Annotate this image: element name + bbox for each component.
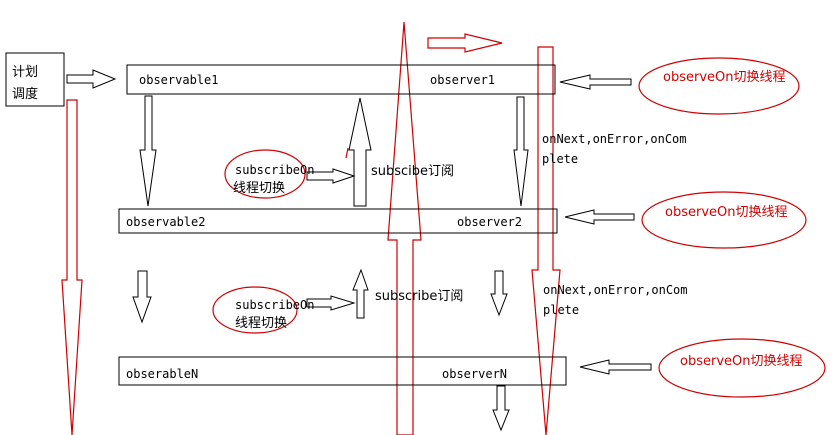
subscribe-up-arrow-2 [352, 268, 369, 319]
down-arrow-observer-2-n [490, 270, 508, 317]
callback-label-2-line2: plete [543, 303, 579, 317]
subscribeon-ellipse-1 [224, 149, 306, 199]
row-box-1 [126, 64, 556, 95]
row-box-2 [118, 208, 558, 234]
subscribe-up-arrow-1 [348, 97, 372, 207]
red-up-arrow-center [387, 21, 422, 435]
red-tick-mark [345, 147, 349, 159]
observeon-label-2: observeOn切换线程 [665, 205, 788, 220]
red-down-arrow-left [61, 99, 83, 435]
observer1-label: observer1 [430, 73, 495, 87]
observablen-label: obserableN [126, 367, 198, 381]
callback-label-1-line2: plete [542, 152, 578, 166]
observeon-ellipse-3 [658, 338, 826, 398]
subscribeon-label-1-line2: 线程切换 [233, 181, 285, 196]
red-down-arrow-right [531, 46, 561, 435]
down-arrow-observer-1-2 [513, 96, 529, 207]
subscribeon-ellipse-2 [212, 286, 298, 334]
observer2-label: observer2 [457, 215, 522, 229]
subscribeon-label-2-line1: subscribeOn [235, 298, 314, 312]
observern-label: observerN [442, 367, 507, 381]
subscribeon-label-2-line2: 线程切换 [235, 316, 287, 331]
scheduler-right-arrow [66, 69, 117, 89]
callback-label-1-line1: onNext,onError,onCom [542, 132, 687, 146]
observeon-label-3: observeOn切换线程 [680, 354, 803, 369]
down-arrow-below-observern [492, 385, 510, 432]
observeon-left-arrow-3 [579, 359, 652, 375]
observeon-ellipse-2 [641, 191, 807, 249]
subscribeon-right-arrow-1 [306, 168, 356, 184]
subscribe-label-2: subscribe订阅 [375, 289, 463, 304]
observeon-left-arrow-1 [559, 74, 632, 90]
row-box-n [118, 356, 567, 386]
observeon-label-1: observeOn切换线程 [663, 70, 786, 85]
subscribe-label-1: subscibe订阅 [371, 164, 454, 179]
observeon-left-arrow-2 [564, 209, 635, 225]
red-right-arrow-top [427, 33, 503, 53]
scheduler-box [5, 52, 65, 107]
down-arrow-observable-1-2 [139, 95, 157, 207]
observable1-label: observable1 [139, 73, 218, 87]
down-arrow-observable-2-n [132, 270, 152, 324]
subscribeon-label-1-line1: subscribeOn [235, 163, 314, 177]
scheduler-label-line2: 调度 [12, 86, 38, 102]
subscribeon-right-arrow-2 [306, 295, 356, 311]
scheduler-label-line1: 计划 [12, 65, 38, 80]
observeon-ellipse-1 [638, 57, 800, 115]
callback-label-2-line1: onNext,onError,onCom [543, 283, 688, 297]
observable2-label: observable2 [126, 215, 205, 229]
